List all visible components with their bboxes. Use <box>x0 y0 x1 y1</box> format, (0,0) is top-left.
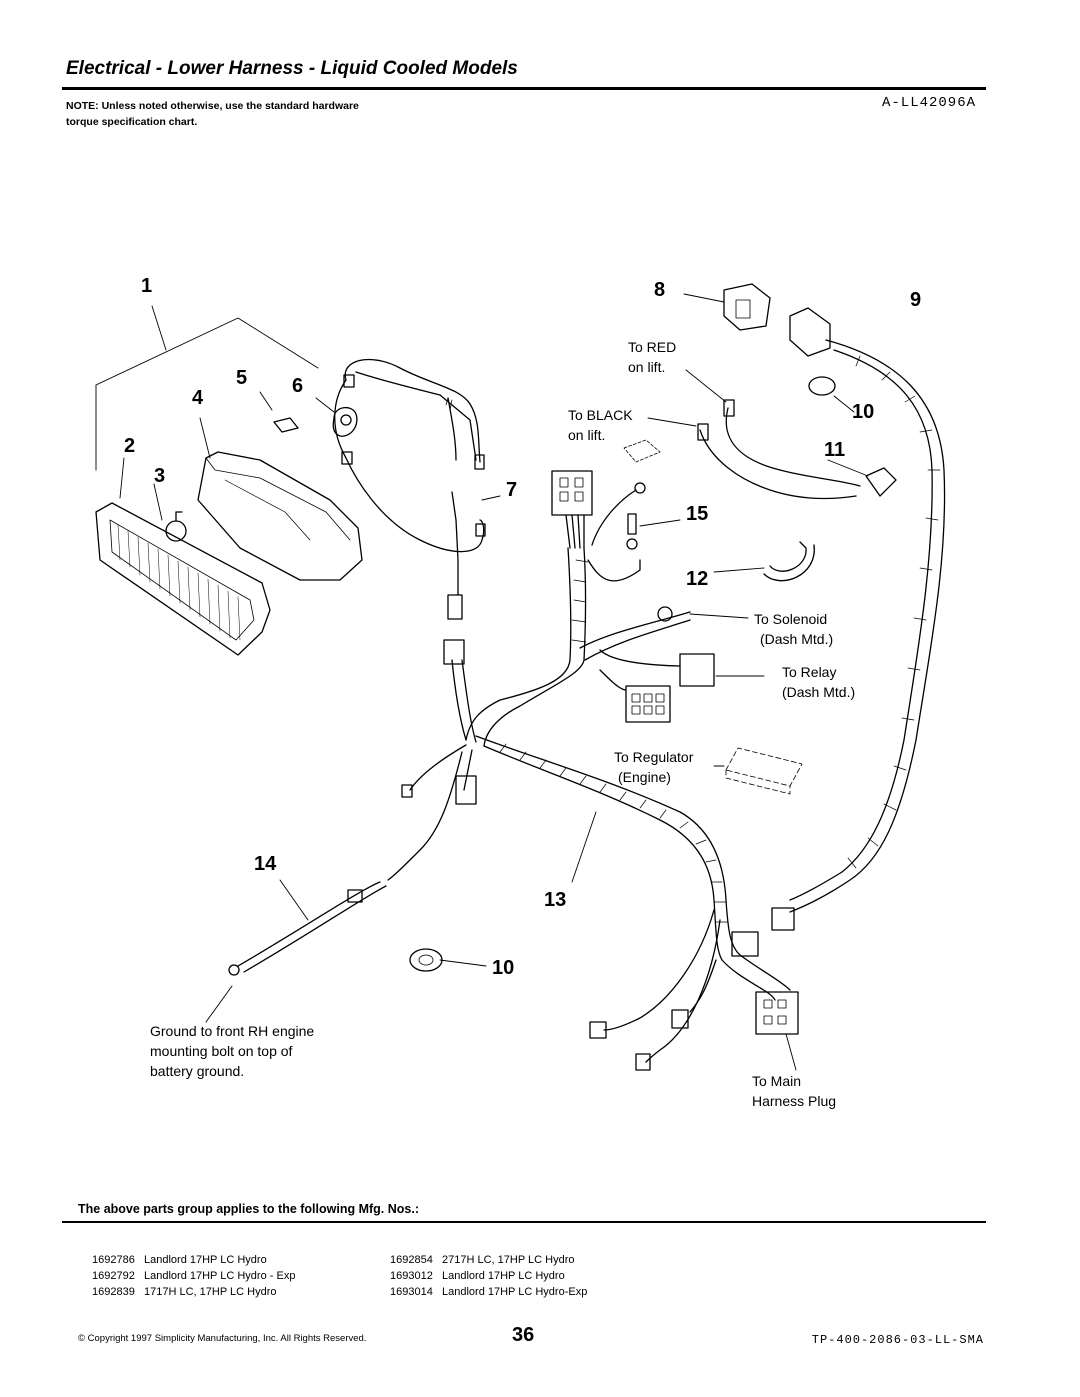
callout-10-bottom: 10 <box>492 957 514 979</box>
document-number: TP-400-2086-03-LL-SMA <box>811 1333 984 1347</box>
label-to-red-sub: on lift. <box>628 359 665 375</box>
label-to-regulator-sub: (Engine) <box>618 769 671 785</box>
callout-2: 2 <box>124 435 135 457</box>
callout-5: 5 <box>236 367 247 389</box>
label-to-main: To Main <box>752 1073 801 1089</box>
page-number: 36 <box>512 1324 535 1346</box>
callout-15: 15 <box>686 503 708 525</box>
label-to-solenoid-sub: (Dash Mtd.) <box>760 631 833 647</box>
callout-7: 7 <box>506 479 517 501</box>
label-to-regulator: To Regulator <box>614 749 694 765</box>
label-to-relay-sub: (Dash Mtd.) <box>782 684 855 700</box>
applies-heading: The above parts group applies to the fol… <box>78 1202 419 1216</box>
title-rule <box>62 87 986 90</box>
label-to-black-sub: on lift. <box>568 427 605 443</box>
figure-id: A-LL42096A <box>881 95 976 111</box>
callout-9: 9 <box>910 289 921 311</box>
label-to-relay: To Relay <box>782 664 836 680</box>
torque-note: NOTE: Unless noted otherwise, use the st… <box>66 100 359 128</box>
callout-6: 6 <box>292 375 303 397</box>
label-ground-line1: Ground to front RH engine <box>150 1023 314 1039</box>
callout-4: 4 <box>192 387 204 409</box>
label-to-solenoid: To Solenoid <box>754 611 827 627</box>
callout-13: 13 <box>544 889 566 911</box>
copyright: © Copyright 1997 Simplicity Manufacturin… <box>78 1333 367 1344</box>
callout-12: 12 <box>686 568 708 590</box>
label-to-main-sub: Harness Plug <box>752 1093 836 1109</box>
label-ground-line2: mounting bolt on top of <box>150 1043 293 1059</box>
callout-11: 11 <box>824 439 845 461</box>
label-ground-line3: battery ground. <box>150 1063 244 1079</box>
callout-10-top: 10 <box>852 401 874 423</box>
callout-14: 14 <box>254 853 277 875</box>
label-to-red: To RED <box>628 339 676 355</box>
callout-1: 1 <box>141 275 152 297</box>
callout-8: 8 <box>654 279 665 301</box>
page-title: Electrical - Lower Harness - Liquid Cool… <box>66 58 518 79</box>
label-to-black: To BLACK <box>568 407 633 423</box>
callout-3: 3 <box>154 465 165 487</box>
applies-rule <box>62 1221 986 1223</box>
